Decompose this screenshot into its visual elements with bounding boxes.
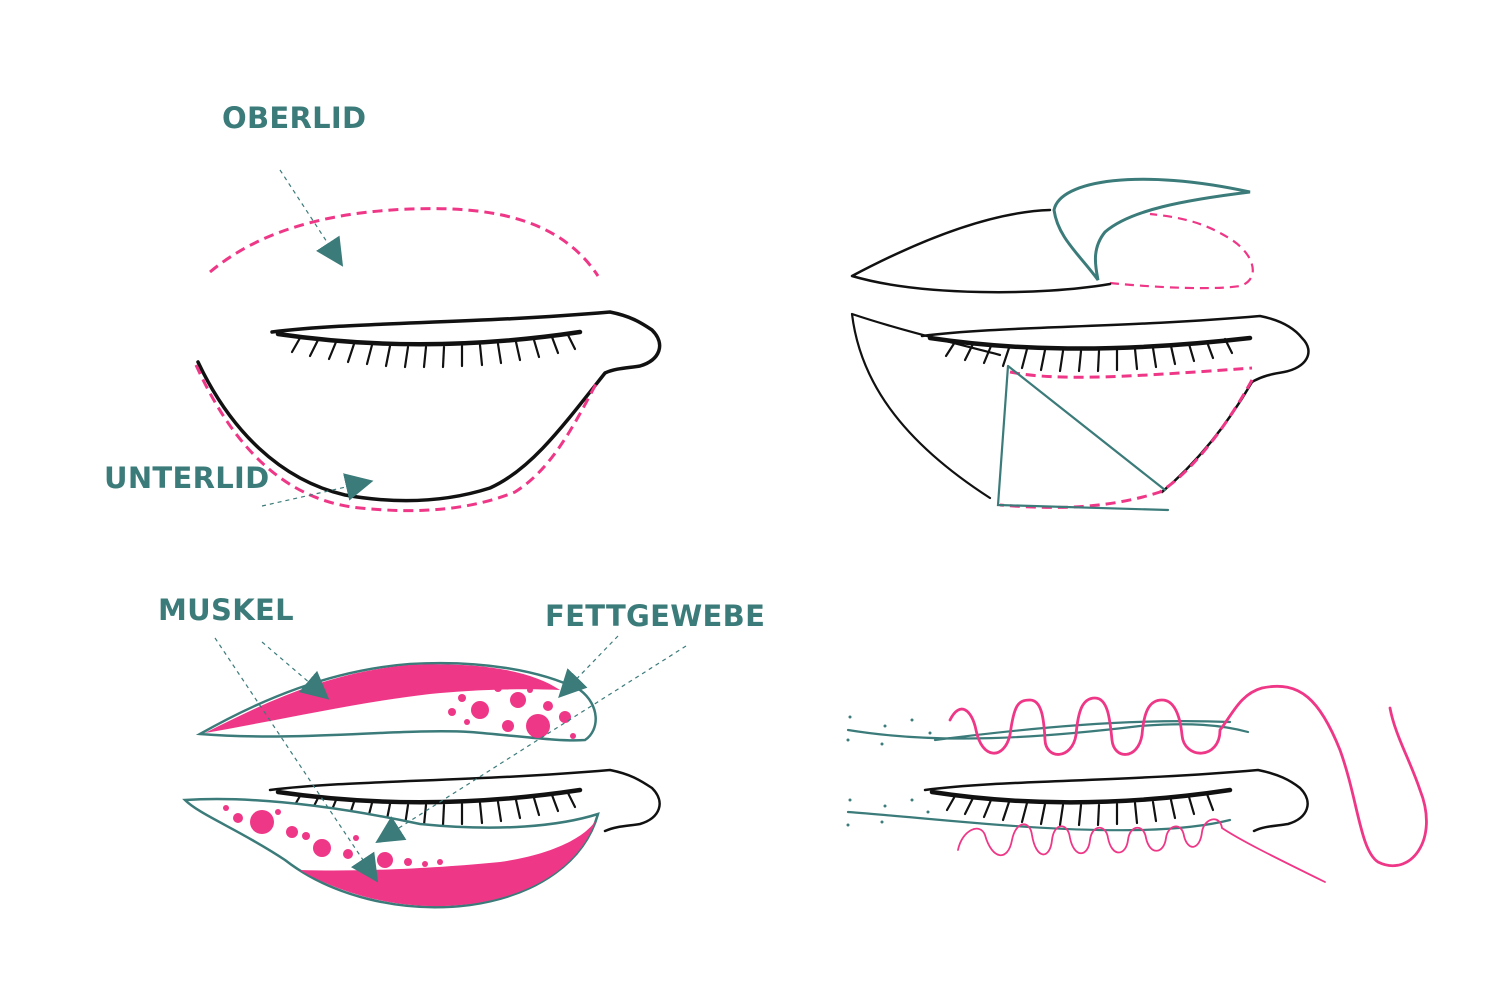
eyelashes-2: [944, 337, 1234, 373]
fat-globule: [510, 692, 526, 708]
fat-globule: [543, 701, 553, 711]
eye-outline-4: [923, 768, 1309, 833]
panel-muscle-and-fat-exposed: MUSKEL FETTGEWEBE: [158, 593, 765, 909]
upper-excision-outline: [1109, 212, 1254, 290]
lower-lid-incision-line: [194, 364, 600, 513]
fat-globule: [286, 826, 298, 838]
fat-globule: [275, 809, 281, 815]
lower-fat-tissue: [223, 805, 443, 868]
upper-lid-label: OBERLID: [222, 101, 366, 135]
upper-fat-tissue: [448, 684, 576, 739]
lash-line: [275, 329, 583, 347]
muscle-pointer-upper: [261, 641, 330, 700]
upper-muscle-band: [205, 664, 560, 733]
eye-outline: [920, 314, 1310, 494]
fat-globule: [494, 684, 502, 692]
fat-globule: [448, 708, 456, 716]
eyelashes-4: [945, 792, 1215, 827]
upper-incision-closed: [846, 720, 1250, 742]
panel-skin-flaps-raised: [850, 177, 1310, 512]
fat-globule: [250, 810, 274, 834]
lower-running-suture: [957, 818, 1326, 883]
fat-globule: [404, 858, 412, 866]
upper-running-suture: [948, 685, 1428, 868]
upper-lid-pointer: [279, 169, 344, 267]
fat-globule: [302, 832, 310, 840]
fat-globule: [437, 859, 443, 865]
lower-skin-triangle: [996, 364, 1170, 512]
lash-line-4: [929, 787, 1233, 805]
muscle-pointer-lower: [214, 637, 379, 883]
incision-dots: [846, 715, 932, 827]
raised-skin-flap: [1052, 177, 1251, 281]
fat-globule: [527, 687, 533, 693]
fat-globule: [223, 805, 229, 811]
eyelashes-3: [290, 791, 577, 827]
upper-lid-contour: [850, 208, 1112, 294]
eyelashes: [290, 333, 577, 369]
fat-globule: [464, 719, 470, 725]
lower-lid-label: UNTERLID: [104, 461, 269, 495]
lower-incision-closed: [846, 810, 1232, 832]
eye-outline-3: [268, 768, 661, 833]
lash-line-3: [275, 787, 583, 805]
fat-globule: [313, 839, 331, 857]
fat-globule: [526, 714, 550, 738]
lower-muscle-band: [300, 820, 596, 907]
lower-lid-pointer: [261, 473, 374, 507]
lower-incision-line-2: [999, 366, 1254, 509]
fat-globule: [343, 849, 353, 859]
lash-line-2: [927, 335, 1253, 351]
fat-globule: [377, 852, 393, 868]
fat-globule: [233, 813, 243, 823]
fat-globule: [353, 835, 359, 841]
fat-pointer-upper: [558, 635, 619, 699]
fat-globule: [422, 861, 428, 867]
fat-globule: [502, 720, 514, 732]
fat-tissue-label: FETTGEWEBE: [545, 599, 765, 633]
fat-globule: [570, 733, 576, 739]
panel-eye-marked-incisions: OBERLID UNTERLID: [104, 101, 662, 513]
fat-globule: [559, 711, 571, 723]
muscle-label: MUSKEL: [158, 593, 294, 627]
fat-globule: [458, 694, 466, 702]
upper-lid-incision-line: [209, 207, 600, 277]
fat-globule: [471, 701, 489, 719]
panel-wound-sutured: [846, 685, 1428, 883]
